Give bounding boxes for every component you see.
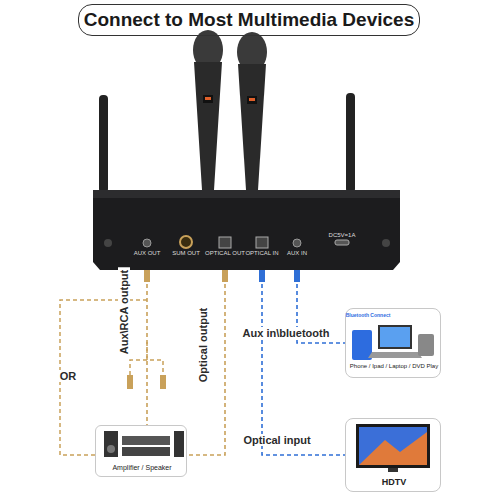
cable-plug xyxy=(144,270,150,282)
antenna xyxy=(346,93,355,193)
cable-connector xyxy=(187,270,225,455)
title-box: Connect to Most Multimedia Devices xyxy=(78,4,420,36)
cable-plug xyxy=(294,270,300,282)
jack xyxy=(180,236,192,248)
device-label: Amplifier / Speaker xyxy=(112,464,171,471)
rca-split xyxy=(130,340,163,375)
rca-plug xyxy=(160,375,166,389)
device-label: Bluetooth Connect xyxy=(346,312,391,318)
receiver-unit: AUX OUT SUM OUT OPTICAL OUTOPTICAL IN AUX I… xyxy=(93,188,400,270)
cable-connector xyxy=(146,270,148,425)
antenna xyxy=(99,95,108,193)
microphone xyxy=(193,30,223,190)
cable-plug xyxy=(222,270,228,282)
optical-port xyxy=(219,237,231,248)
usb-port xyxy=(335,240,349,245)
port-label: OPTICAL IN xyxy=(245,250,278,256)
receiver-top xyxy=(93,190,400,198)
device-icons xyxy=(352,325,434,360)
cable-label: Aux\RCA output xyxy=(118,268,130,357)
device-box: Amplifier / Speaker xyxy=(95,425,187,477)
cable-connector xyxy=(262,270,345,455)
port-label: AUX OUT xyxy=(134,250,161,256)
antenna-base xyxy=(382,239,390,247)
jack xyxy=(293,239,301,247)
port-label: DC5V=1A xyxy=(329,232,356,238)
speaker-set xyxy=(104,431,184,457)
note-label: OR xyxy=(58,370,79,382)
antenna-base xyxy=(104,239,112,247)
device-box: Bluetooth ConnectPhone / Ipad / Laptop /… xyxy=(345,308,441,378)
device-label: HDTV xyxy=(382,477,407,487)
device-box: HDTV xyxy=(345,418,441,492)
optical-port xyxy=(256,237,268,248)
jack xyxy=(143,239,151,247)
port-label: AUX IN xyxy=(287,250,307,256)
cable-label: Aux in\bluetooth xyxy=(241,327,332,339)
rca-plug xyxy=(127,375,133,389)
microphone xyxy=(237,32,267,190)
port-label: SUM OUT xyxy=(172,250,200,256)
device-label: Phone / Ipad / Laptop / DVD Play xyxy=(350,363,438,369)
cable-label: Optical output xyxy=(197,306,209,385)
receiver-body xyxy=(93,190,400,270)
cable-plug xyxy=(259,270,265,282)
tv-icon xyxy=(356,424,430,472)
port-label: OPTICAL OUT xyxy=(205,250,245,256)
cable-label: Optical input xyxy=(241,434,312,446)
